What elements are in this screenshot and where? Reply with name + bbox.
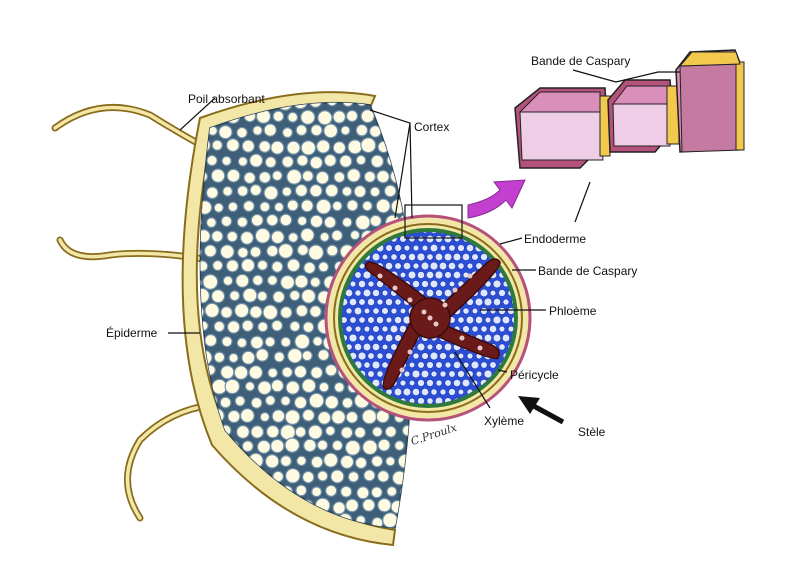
label-bande-caspary-top: Bande de Caspary bbox=[531, 54, 631, 68]
label-poil-absorbant: Poil absorbant bbox=[188, 92, 265, 106]
stele-arrow bbox=[518, 396, 565, 425]
label-pericycle: Péricycle bbox=[510, 368, 559, 382]
zoom-arrow bbox=[467, 179, 526, 219]
label-cortex: Cortex bbox=[414, 120, 450, 134]
label-xyleme: Xylème bbox=[484, 414, 525, 428]
zoom-box bbox=[404, 204, 463, 239]
endoderm-blocks-inset bbox=[514, 49, 745, 169]
label-endoderme: Endoderme bbox=[524, 232, 587, 246]
stele bbox=[324, 214, 532, 422]
leader-lines bbox=[168, 69, 680, 409]
label-stele: Stèle bbox=[578, 425, 606, 439]
label-epiderme: Épiderme bbox=[106, 326, 158, 340]
label-bande-caspary: Bande de Caspary bbox=[538, 264, 638, 278]
label-phloeme: Phloème bbox=[549, 304, 597, 318]
